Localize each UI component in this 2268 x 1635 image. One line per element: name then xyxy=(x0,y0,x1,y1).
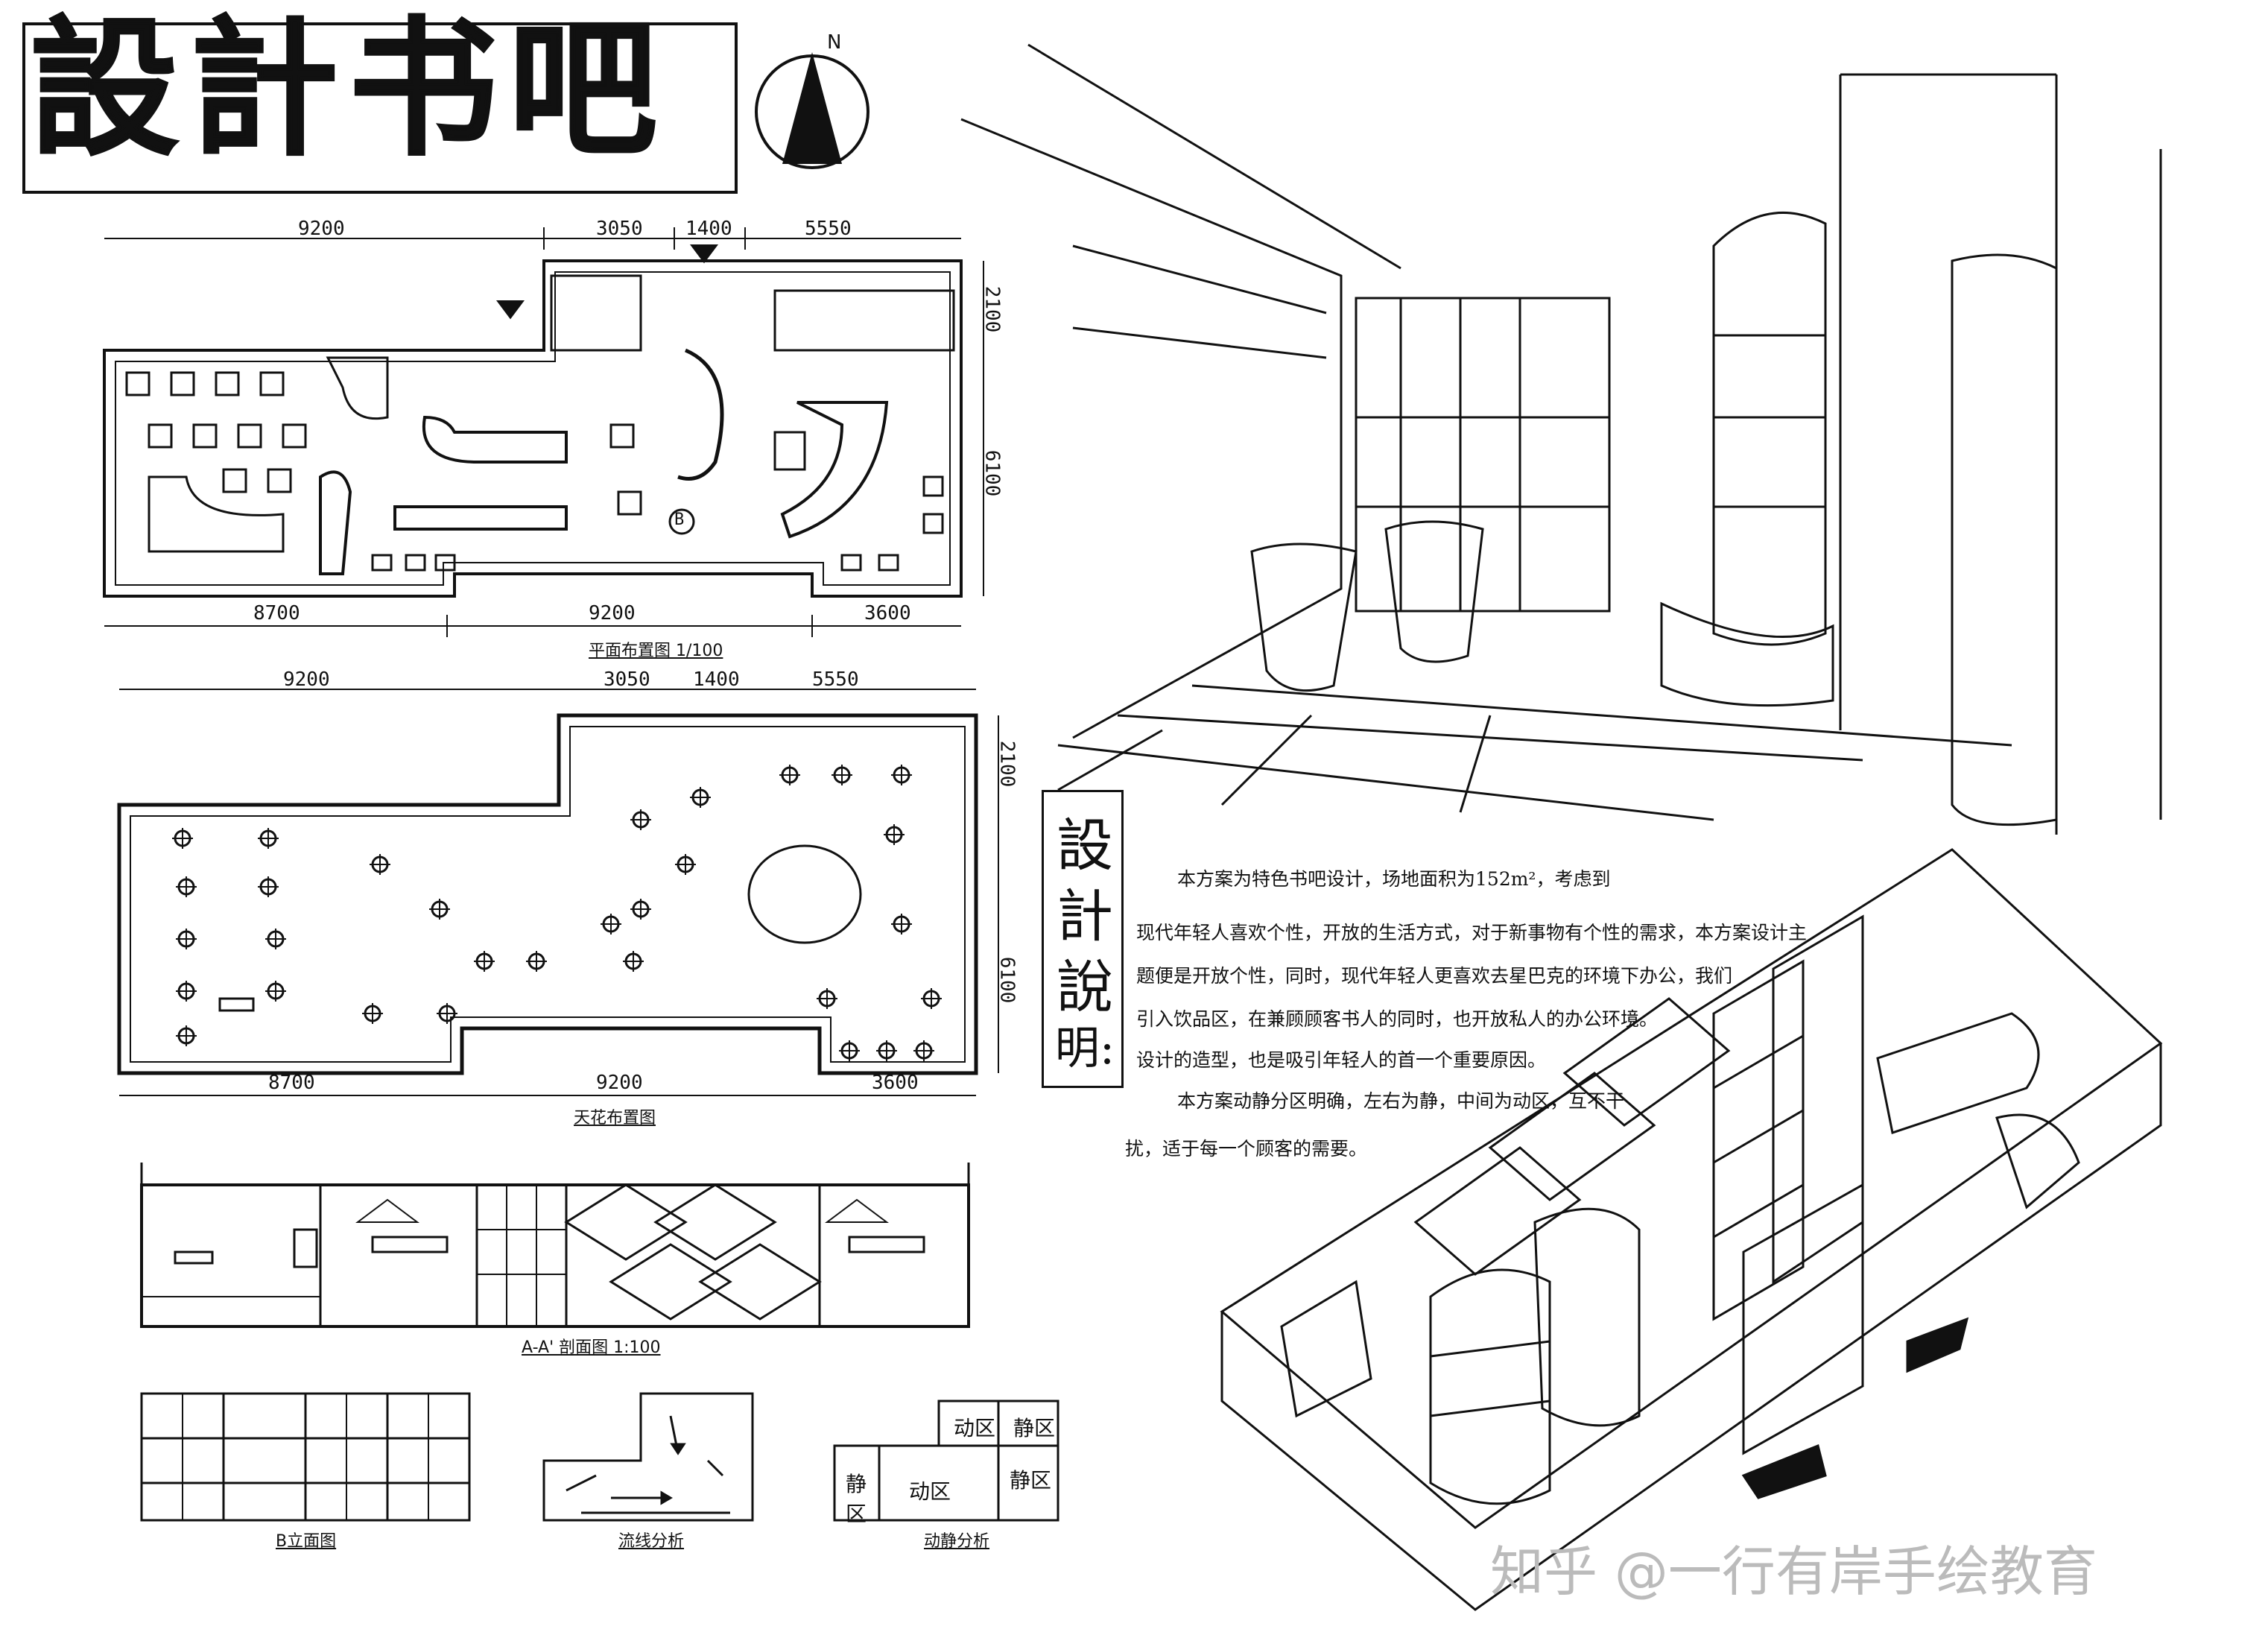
ceiling-light-cross xyxy=(474,951,495,972)
fp-dim-top-1: 9200 xyxy=(298,218,345,240)
cp-dim-bottom-3: 3600 xyxy=(872,1072,919,1094)
desc-heading-char-1: 設 xyxy=(1057,812,1113,879)
ceiling-light-cross xyxy=(690,787,711,808)
fp-dim-top-4: 5550 xyxy=(805,218,852,240)
fp-dim-top-3: 1400 xyxy=(685,218,732,240)
drawing-title: 設計书吧 xyxy=(29,1,668,177)
compass-north-label: N xyxy=(827,31,842,54)
ceiling-light-cross xyxy=(265,929,286,949)
zone-label-static-3: 静区 xyxy=(1010,1468,1052,1493)
cp-dim-top-3: 1400 xyxy=(693,668,740,691)
ceiling-light-cross xyxy=(429,899,450,920)
ceiling-light-cross xyxy=(779,765,800,785)
ceiling-light-cross xyxy=(437,1003,457,1024)
ceiling-light-cross xyxy=(839,1040,860,1061)
ceiling-light-cross xyxy=(176,1025,197,1046)
ceiling-light-cross xyxy=(675,854,696,875)
ceiling-light-cross xyxy=(370,854,390,875)
elevation-b-caption: B立面图 xyxy=(276,1532,337,1551)
ceiling-light-cross xyxy=(176,876,197,897)
desc-line-2: 现代年轻人喜欢个性，开放的生活方式，对于新事物有个性的需求，本方案设计主 xyxy=(1136,922,1808,943)
zone-label-dynamic-2: 动区 xyxy=(909,1479,951,1504)
circulation-caption: 流线分析 xyxy=(618,1532,685,1551)
fp-dim-bottom-3: 3600 xyxy=(864,602,911,624)
desc-line-3: 题便是开放个性，同时，现代年轻人更喜欢去星巴克的环境下办公，我们 xyxy=(1136,965,1733,987)
ceiling-light-cross xyxy=(630,809,651,830)
ceiling-light-cross xyxy=(876,1040,897,1061)
ceiling-light-cross xyxy=(258,876,279,897)
ceiling-light-cross xyxy=(921,988,942,1009)
ceiling-plan-caption: 天花布置图 xyxy=(574,1109,656,1128)
title-block xyxy=(22,22,738,194)
watermark: 知乎 @一行有岸手绘教育 xyxy=(1490,1540,2097,1603)
floor-plan-caption: 平面布置图 1/100 xyxy=(589,642,723,660)
ceiling-light-cross xyxy=(362,1003,383,1024)
ceiling-light-cross xyxy=(913,1040,934,1061)
fp-dim-bottom-1: 8700 xyxy=(253,602,300,624)
compass-icon xyxy=(755,52,869,169)
description-heading-box: 設 計 說 明: xyxy=(1042,790,1124,1088)
section-aa-caption: A-A' 剖面图 1:100 xyxy=(522,1338,661,1357)
ceiling-light-cross xyxy=(172,828,193,849)
ceiling-light-cross xyxy=(817,988,837,1009)
fp-dim-bottom-2: 9200 xyxy=(589,602,636,624)
ceiling-light-cross xyxy=(884,824,905,845)
cp-dim-bottom-1: 8700 xyxy=(268,1072,315,1094)
desc-heading-char-2: 計 xyxy=(1057,883,1113,949)
desc-line-4: 引入饮品区，在兼顾顾客书人的同时，也开放私人的办公环境。 xyxy=(1136,1008,1659,1030)
ceiling-light-cross xyxy=(623,951,644,972)
ceiling-light-cross xyxy=(265,981,286,1002)
fp-dim-top-2: 3050 xyxy=(596,218,643,240)
ceiling-light-cross xyxy=(176,929,197,949)
floor-plan xyxy=(103,227,984,637)
zone-label-static-2: 静区 xyxy=(846,1472,867,1526)
ceiling-light-cross xyxy=(891,914,912,934)
ceiling-light-cross xyxy=(258,828,279,849)
zone-label-static-1: 静区 xyxy=(1013,1416,1056,1440)
fp-marker-b: B xyxy=(674,510,685,529)
cp-dim-bottom-2: 9200 xyxy=(596,1072,643,1094)
desc-line-7: 扰，适于每一个顾客的需要。 xyxy=(1125,1138,1368,1160)
desc-heading-char-4: 明: xyxy=(1054,1022,1115,1075)
zoning-caption: 动静分析 xyxy=(924,1532,990,1551)
ceiling-light-cross xyxy=(630,899,651,920)
ceiling-light-cross xyxy=(832,765,852,785)
desc-line-1: 本方案为特色书吧设计，场地面积为152m²，考虑到 xyxy=(1177,868,1611,890)
ceiling-light-cross xyxy=(891,765,912,785)
cp-dim-top-2: 3050 xyxy=(604,668,650,691)
ceiling-light-cross xyxy=(176,981,197,1002)
zone-label-dynamic-1: 动区 xyxy=(954,1416,996,1440)
ceiling-light-cross xyxy=(601,914,621,934)
cp-dim-top-4: 5550 xyxy=(812,668,859,691)
cp-dim-top-1: 9200 xyxy=(283,668,330,691)
desc-heading-char-3: 說 xyxy=(1057,954,1113,1020)
ceiling-light-cross xyxy=(526,951,547,972)
desc-line-6: 本方案动静分区明确，左右为静，中间为动区，互不干 xyxy=(1177,1090,1625,1112)
desc-line-5: 设计的造型，也是吸引年轻人的首一个重要原因。 xyxy=(1136,1049,1547,1071)
